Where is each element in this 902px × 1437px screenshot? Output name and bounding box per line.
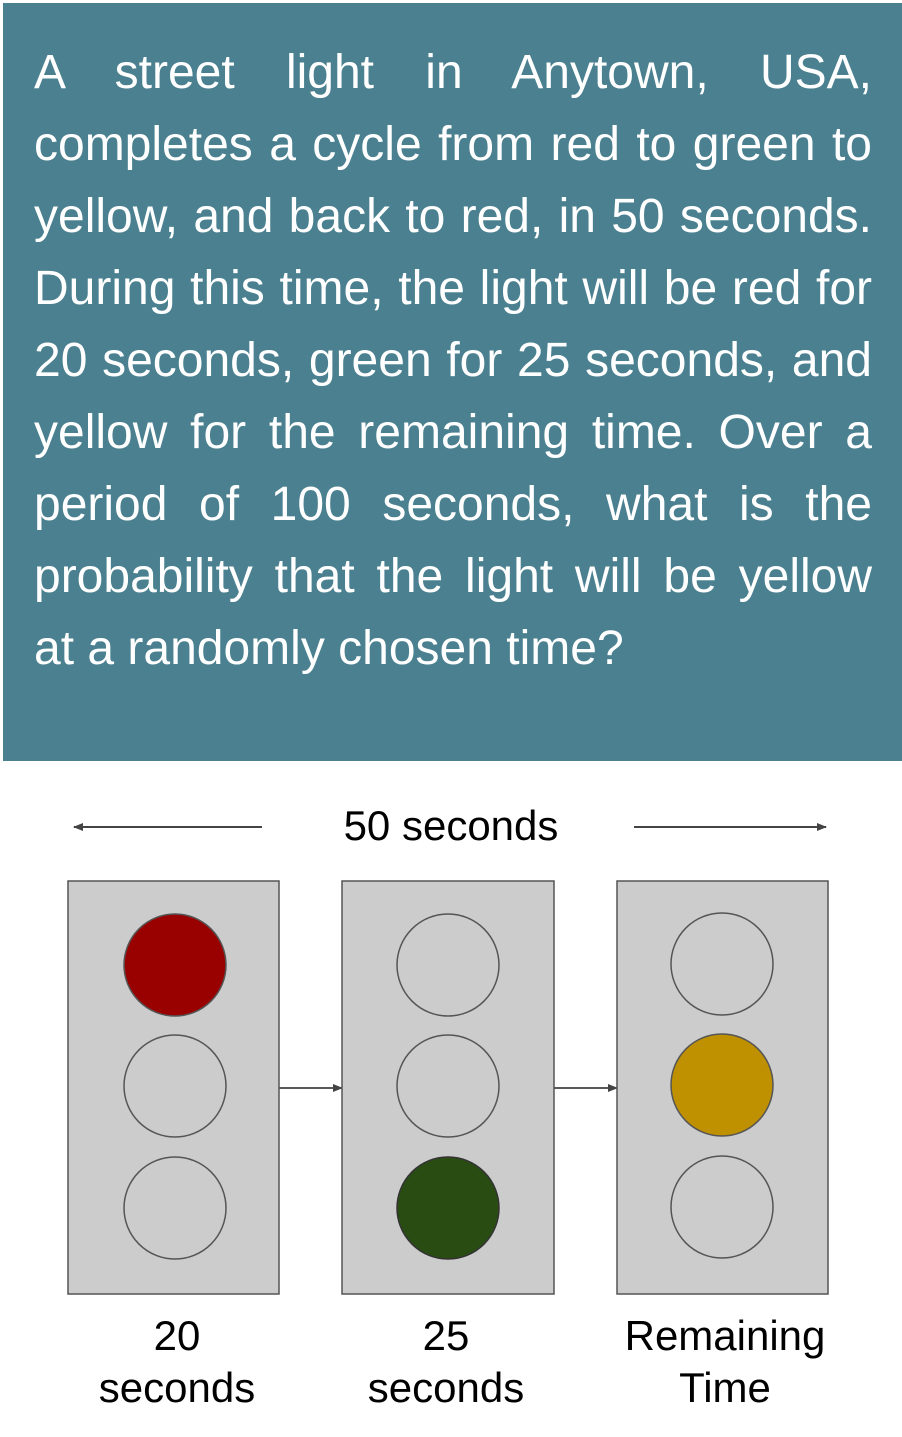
yellow-lamp-on <box>670 1033 774 1137</box>
caption-line: Remaining <box>624 1312 826 1359</box>
question-text: A street light in Anytown, USA, complete… <box>34 46 872 675</box>
question-panel: A street light in Anytown, USA, complete… <box>3 3 902 761</box>
green-lamp-on <box>396 1156 500 1260</box>
caption-line: seconds <box>98 1364 256 1411</box>
traffic-light-diagram: 50 seconds 20 seconds 25 seconds Remaini… <box>0 770 902 1437</box>
yellow-lamp-off <box>123 1034 227 1138</box>
red-duration-caption: 20 seconds <box>47 1310 307 1414</box>
traffic-light-graphic <box>67 823 829 1295</box>
red-lamp-on <box>123 913 227 1017</box>
red-lamp-off <box>396 913 500 1017</box>
cycle-duration-label: 50 seconds <box>343 802 559 849</box>
green-lamp-off <box>123 1156 227 1260</box>
caption-line: seconds <box>367 1364 525 1411</box>
red-lamp-off <box>670 912 774 1016</box>
caption-line: 20 <box>153 1312 201 1359</box>
green-lamp-off <box>670 1155 774 1259</box>
caption-line: 25 <box>422 1312 470 1359</box>
yellow-duration-caption: Remaining Time <box>595 1310 855 1414</box>
yellow-lamp-off <box>396 1034 500 1138</box>
caption-line: Time <box>679 1364 771 1411</box>
green-duration-caption: 25 seconds <box>316 1310 576 1414</box>
